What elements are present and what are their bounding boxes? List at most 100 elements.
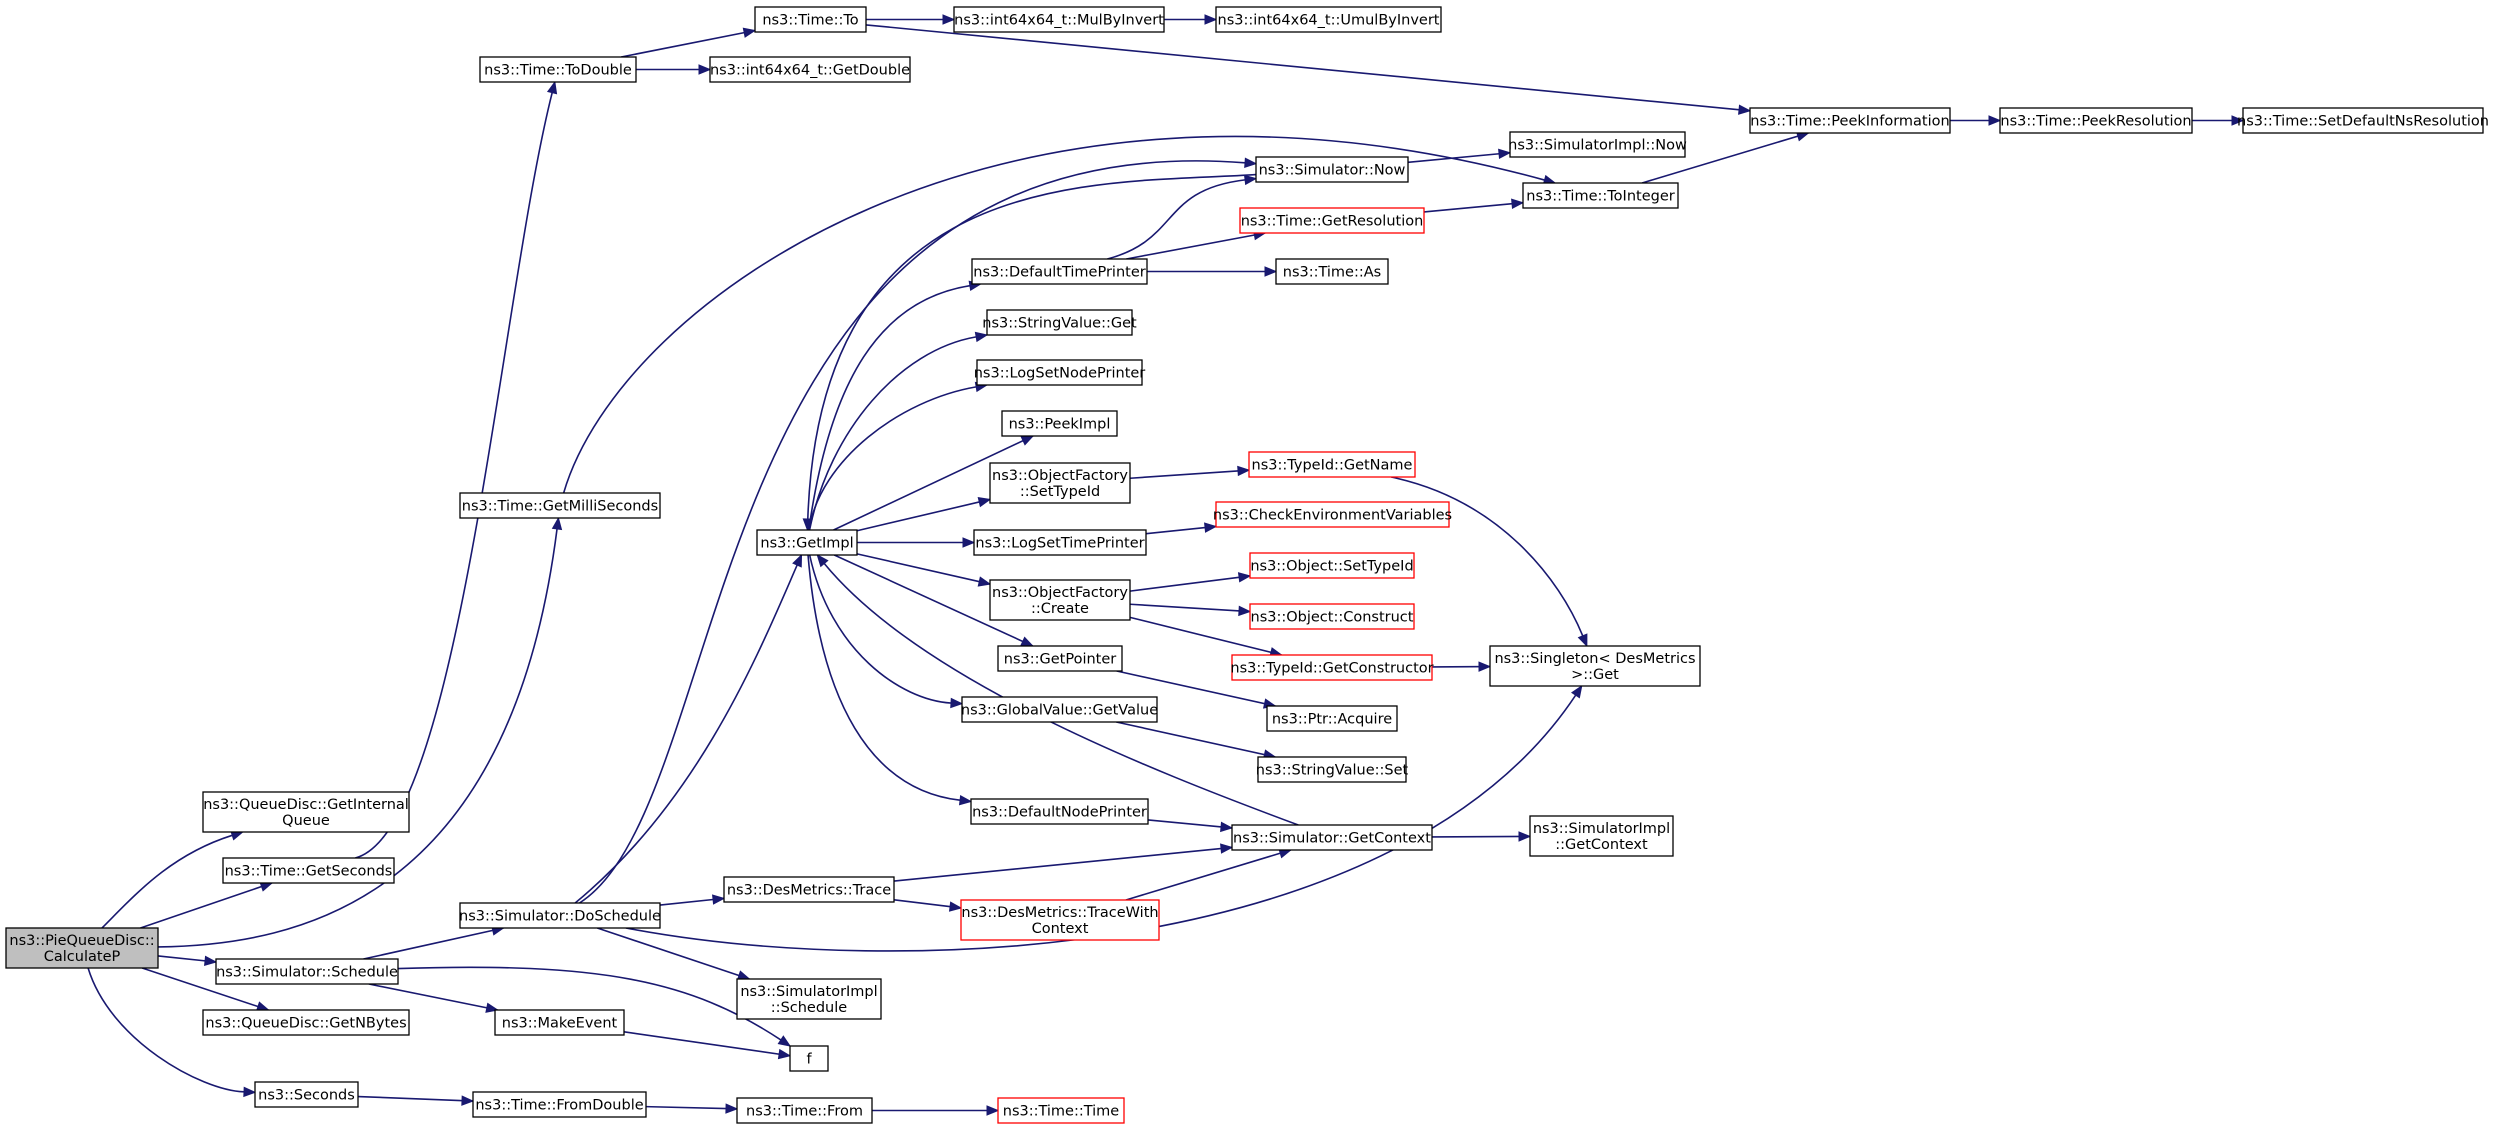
edge-time-from-to-time-time bbox=[872, 1105, 1000, 1116]
arrowhead bbox=[1204, 522, 1218, 533]
edge-time-to-to-mulbyinvert bbox=[866, 14, 956, 25]
node-simulator-getcontext[interactable]: ns3::Simulator::GetContext bbox=[1231, 824, 1433, 851]
node-defaultnodeprinter[interactable]: ns3::DefaultNodePrinter bbox=[970, 798, 1149, 825]
node-logsettimeprinter[interactable]: ns3::LogSetTimePrinter bbox=[973, 529, 1147, 556]
node-getmilliseconds[interactable]: ns3::Time::GetMilliSeconds bbox=[459, 492, 661, 519]
node-getseconds[interactable]: ns3::Time::GetSeconds bbox=[222, 857, 395, 884]
node-box bbox=[202, 1009, 410, 1036]
node-stringvalue-set[interactable]: ns3::StringValue::Set bbox=[1256, 756, 1409, 783]
node-label: ::Create bbox=[1031, 601, 1089, 617]
node-stringvalue-get[interactable]: ns3::StringValue::Get bbox=[982, 309, 1137, 336]
arrowhead bbox=[725, 1103, 739, 1114]
node-singleton-get[interactable]: ns3::Singleton< DesMetrics>::Get bbox=[1489, 645, 1701, 687]
node-umulbyinvert[interactable]: ns3::int64x64_t::UmulByInvert bbox=[1215, 6, 1442, 33]
node-simulator-schedule[interactable]: ns3::Simulator::Schedule bbox=[215, 958, 399, 985]
node-simimpl-getcontext[interactable]: ns3::SimulatorImpl::GetContext bbox=[1529, 815, 1674, 857]
arrowhead bbox=[974, 331, 989, 343]
arrowhead bbox=[712, 894, 726, 905]
node-checkenv[interactable]: ns3::CheckEnvironmentVariables bbox=[1213, 501, 1452, 528]
node-label: ns3::int64x64_t::UmulByInvert bbox=[1218, 13, 1440, 29]
arrowhead bbox=[950, 697, 964, 709]
arrowhead bbox=[948, 901, 963, 912]
node-box bbox=[1231, 824, 1433, 851]
node-time-time[interactable]: ns3::Time::Time bbox=[997, 1097, 1125, 1124]
node-seconds[interactable]: ns3::Seconds bbox=[254, 1081, 359, 1108]
node-box bbox=[479, 56, 637, 83]
node-ptr-acquire[interactable]: ns3::Ptr::Acquire bbox=[1266, 705, 1398, 732]
edge-todouble-to-time-to bbox=[620, 27, 757, 58]
node-box bbox=[973, 529, 1147, 556]
node-desmetrics-trace[interactable]: ns3::DesMetrics::Trace bbox=[723, 876, 895, 903]
node-peekinformation[interactable]: ns3::Time::PeekInformation bbox=[1749, 107, 1951, 134]
node-logsetnodeprinter[interactable]: ns3::LogSetNodePrinter bbox=[974, 359, 1146, 386]
edge-defaulttimeprinter-to-getresolution bbox=[1126, 229, 1267, 260]
edge-peekresolution-to-setdefaultnsresolution bbox=[2192, 115, 2245, 126]
node-label: ns3::DefaultTimePrinter bbox=[973, 265, 1145, 281]
node-box bbox=[723, 876, 895, 903]
node-box bbox=[1999, 107, 2193, 134]
node-time-from[interactable]: ns3::Time::From bbox=[736, 1097, 873, 1124]
node-label: ns3::int64x64_t::GetDouble bbox=[710, 63, 910, 79]
node-doschedule[interactable]: ns3::Simulator::DoSchedule bbox=[459, 902, 661, 929]
node-getpointer[interactable]: ns3::GetPointer bbox=[997, 645, 1123, 672]
edge-doschedule-to-simulator-now bbox=[579, 157, 1258, 904]
edge-mulbyinvert-to-umulbyinvert bbox=[1164, 14, 1218, 25]
node-label: ns3::LogSetTimePrinter bbox=[975, 536, 1144, 552]
node-label: ns3::Time::To bbox=[762, 13, 858, 29]
edge-time-to-to-peekinformation bbox=[865, 24, 1752, 115]
node-of-settypeid[interactable]: ns3::ObjectFactory::SetTypeId bbox=[989, 462, 1131, 504]
arrowhead bbox=[962, 537, 976, 548]
node-box bbox=[202, 791, 410, 833]
node-label: ns3::Object::Construct bbox=[1251, 610, 1414, 626]
node-tointeger[interactable]: ns3::Time::ToInteger bbox=[1522, 182, 1679, 209]
node-peekimpl[interactable]: ns3::PeekImpl bbox=[1001, 410, 1118, 437]
node-label: ns3::Time::GetSeconds bbox=[225, 864, 393, 880]
node-label: >::Get bbox=[1571, 667, 1619, 683]
node-box bbox=[1257, 756, 1407, 783]
edge-doschedule-to-getimpl bbox=[574, 553, 803, 904]
node-of-create[interactable]: ns3::ObjectFactory::Create bbox=[989, 579, 1131, 621]
node-getimpl[interactable]: ns3::GetImpl bbox=[756, 529, 858, 556]
node-fromdouble[interactable]: ns3::Time::FromDouble bbox=[472, 1091, 647, 1118]
node-object-settypeid[interactable]: ns3::Object::SetTypeId bbox=[1249, 552, 1415, 579]
node-globalvalue-getvalue[interactable]: ns3::GlobalValue::GetValue bbox=[961, 696, 1158, 723]
node-box bbox=[1215, 501, 1450, 528]
node-getnbytes[interactable]: ns3::QueueDisc::GetNBytes bbox=[202, 1009, 410, 1036]
node-box bbox=[789, 1045, 829, 1072]
node-getresolution[interactable]: ns3::Time::GetResolution bbox=[1239, 207, 1425, 234]
node-calculatep[interactable]: ns3::PieQueueDisc::CalculateP bbox=[5, 927, 159, 969]
node-label: Context bbox=[1032, 921, 1089, 937]
edge-todouble-to-int64-getdouble bbox=[636, 64, 712, 75]
node-peekresolution[interactable]: ns3::Time::PeekResolution bbox=[1999, 107, 2193, 134]
edge-calculatep-to-getinternalqueue bbox=[101, 830, 245, 929]
node-time-to[interactable]: ns3::Time::To bbox=[754, 6, 867, 33]
node-mulbyinvert[interactable]: ns3::int64x64_t::MulByInvert bbox=[953, 6, 1165, 33]
node-typeid-getname[interactable]: ns3::TypeId::GetName bbox=[1248, 451, 1416, 478]
node-time-as[interactable]: ns3::Time::As bbox=[1275, 258, 1389, 285]
edge-defaultnodeprinter-to-simulator-getcontext bbox=[1147, 819, 1234, 833]
node-simimpl-schedule[interactable]: ns3::SimulatorImpl::Schedule bbox=[736, 978, 882, 1020]
node-setdefaultnsresolution[interactable]: ns3::Time::SetDefaultNsResolution bbox=[2237, 107, 2489, 134]
arrowhead bbox=[1237, 572, 1252, 583]
node-object-construct[interactable]: ns3::Object::Construct bbox=[1249, 603, 1415, 630]
node-box bbox=[953, 6, 1165, 33]
node-simimpl-now[interactable]: ns3::SimulatorImpl::Now bbox=[1508, 131, 1687, 158]
arrowhead bbox=[1220, 821, 1234, 833]
edge-makeevent-to-f bbox=[623, 1031, 792, 1060]
node-box bbox=[997, 1097, 1125, 1124]
node-makeevent[interactable]: ns3::MakeEvent bbox=[494, 1009, 625, 1036]
arrowhead bbox=[1020, 636, 1034, 647]
node-typeid-getconstructor[interactable]: ns3::TypeId::GetConstructor bbox=[1230, 654, 1434, 681]
node-defaulttimeprinter[interactable]: ns3::DefaultTimePrinter bbox=[971, 258, 1148, 285]
node-int64-getdouble[interactable]: ns3::int64x64_t::GetDouble bbox=[709, 56, 911, 83]
node-label: ns3::Time::PeekInformation bbox=[1750, 114, 1949, 130]
arrowhead bbox=[1738, 104, 1752, 115]
node-label: ns3::TypeId::GetConstructor bbox=[1230, 661, 1433, 677]
node-f[interactable]: f bbox=[789, 1045, 829, 1072]
node-simulator-now[interactable]: ns3::Simulator::Now bbox=[1255, 156, 1409, 183]
node-todouble[interactable]: ns3::Time::ToDouble bbox=[479, 56, 637, 83]
node-box bbox=[986, 309, 1133, 336]
node-box bbox=[254, 1081, 359, 1108]
